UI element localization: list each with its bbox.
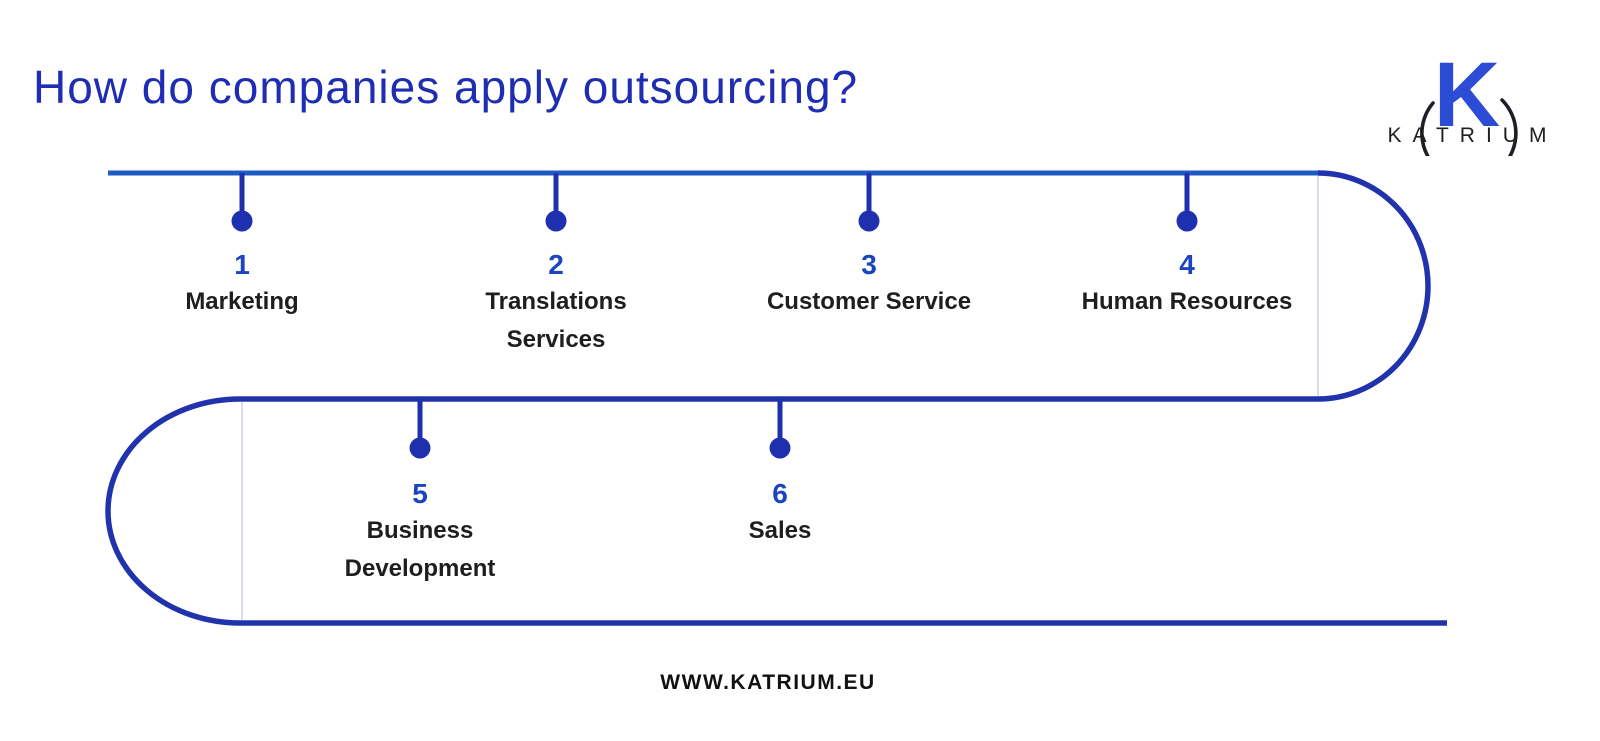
node-label: Human Resources [1081, 288, 1293, 315]
katrium-logo: K [1352, 6, 1582, 156]
timeline-node-business-development: 5 Business Development [290, 478, 550, 588]
footer-website: WWW.KATRIUM.EU [660, 671, 876, 694]
node-dot-icon [231, 210, 253, 232]
node-label: Marketing [185, 288, 299, 315]
page-title: How do companies apply outsourcing? [33, 61, 859, 113]
logo-ring [1420, 98, 1518, 156]
timeline-node-customer-service: 3 Customer Service [739, 249, 999, 321]
logo-k-monogram: K [1434, 44, 1500, 146]
node-label: Sales [748, 517, 812, 544]
node-dot-icon [545, 210, 567, 232]
node-label: Customer Service [766, 288, 972, 315]
node-number: 4 [1179, 249, 1195, 280]
node-number: 2 [548, 249, 564, 280]
node-marker-2 [545, 173, 567, 232]
timeline-node-human-resources: 4 Human Resources [1057, 249, 1317, 321]
node-number: 5 [412, 478, 428, 509]
node-label: Translations Services [485, 288, 627, 353]
node-marker-4 [1176, 173, 1198, 232]
node-dot-icon [409, 437, 431, 459]
node-dot-icon [769, 437, 791, 459]
node-dot-icon [858, 210, 880, 232]
node-number: 1 [234, 249, 250, 280]
timeline-path [105, 170, 1447, 626]
node-number: 6 [772, 478, 788, 509]
node-marker-1 [231, 173, 253, 232]
timeline-node-translations-services: 2 Translations Services [426, 249, 686, 359]
node-label: Business Development [344, 517, 496, 582]
node-dot-icon [1176, 210, 1198, 232]
timeline-node-sales: 6 Sales [650, 478, 910, 550]
timeline-node-marketing: 1 Marketing [112, 249, 372, 321]
node-marker-5 [409, 399, 431, 459]
node-number: 3 [861, 249, 877, 280]
node-marker-6 [769, 399, 791, 459]
node-marker-3 [858, 173, 880, 232]
brand-name: KATRIUM [1387, 124, 1558, 147]
